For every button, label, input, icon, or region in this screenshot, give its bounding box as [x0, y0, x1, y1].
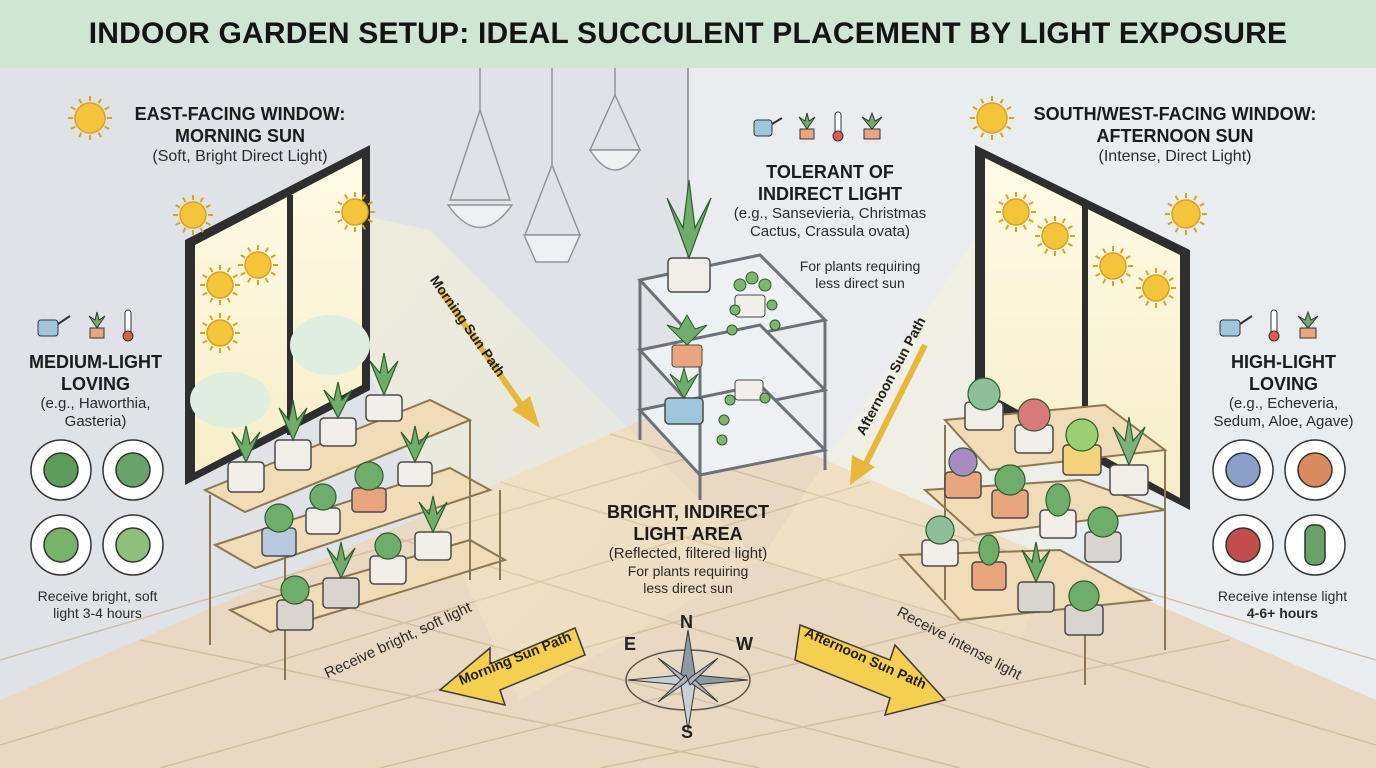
right-shelf-plants — [921, 377, 1149, 636]
south-window-sub: (Intense, Direct Light) — [1098, 148, 1252, 166]
plant-icon — [798, 112, 816, 140]
sun-icon — [173, 195, 213, 235]
sun-icon — [1165, 193, 1207, 235]
plant-icon — [88, 311, 106, 339]
medium-label: MEDIUM-LIGHT LOVING (e.g., Haworthia, Ga… — [8, 352, 183, 431]
sun-group — [68, 96, 1207, 353]
medium-examples-1: (e.g., Haworthia, — [40, 395, 151, 413]
bright-note-2: less direct sun — [643, 579, 733, 596]
south-window-heading-2: AFTERNOON SUN — [1096, 125, 1254, 146]
bright-heading-2: LIGHT AREA — [633, 523, 743, 544]
high-examples-2: Sedum, Aloe, Agave) — [1213, 413, 1354, 431]
sun-icon — [970, 96, 1014, 140]
bright-heading-1: BRIGHT, INDIRECT — [607, 502, 769, 522]
sun-icon — [200, 265, 240, 305]
sun-icon — [335, 192, 375, 232]
medium-note-2: light 3-4 hours — [53, 604, 142, 621]
medium-care-icons — [34, 308, 136, 342]
high-light-icon-grid — [1212, 439, 1346, 576]
medium-light-icon-grid — [30, 439, 164, 576]
tolerant-examples-1: (e.g., Sansevieria, Christmas — [733, 205, 927, 223]
plant-icon — [1297, 310, 1319, 339]
east-window-sub: (Soft, Bright Direct Light) — [152, 148, 328, 166]
tolerant-care-icons — [748, 110, 888, 142]
watering-can-icon — [753, 117, 783, 137]
east-window-label: EAST-FACING WINDOW: MORNING SUN (Soft, B… — [110, 104, 370, 166]
high-note: Receive intense light 4-6+ hours — [1190, 588, 1375, 622]
page-title: INDOOR GARDEN SETUP: IDEAL SUCCULENT PLA… — [88, 17, 1288, 50]
medium-heading-2: LOVING — [60, 373, 130, 394]
thermometer-icon — [832, 111, 844, 142]
high-note-1: Receive intense light — [1217, 588, 1348, 604]
watering-can-icon — [37, 315, 71, 337]
sun-icon — [1035, 216, 1075, 256]
sun-icon — [200, 313, 240, 353]
tolerant-note-1: For plants requiring — [799, 258, 921, 274]
hanging-planters — [446, 68, 642, 263]
bright-sub: (Reflected, filtered light) — [608, 545, 768, 563]
high-care-icons — [1216, 308, 1324, 342]
high-note-2: 4-6+ hours — [1246, 604, 1319, 621]
plant-icon — [861, 111, 883, 140]
south-window-heading-1: SOUTH/WEST-FACING WINDOW: — [1033, 104, 1317, 124]
east-window-heading-1: EAST-FACING WINDOW: — [134, 104, 346, 124]
morning-light-beam — [290, 200, 760, 700]
bright-note-1: For plants requiring — [627, 563, 749, 580]
thermometer-icon — [122, 309, 134, 342]
south-window-label: SOUTH/WEST-FACING WINDOW: AFTERNOON SUN … — [1010, 104, 1340, 166]
compass-s: S — [681, 722, 694, 742]
watering-can-icon — [1219, 315, 1253, 337]
morning-sun-path-arrow — [437, 288, 540, 428]
tolerant-examples-2: Cactus, Crassula ovata) — [749, 223, 911, 241]
left-shelf-plants — [227, 352, 452, 631]
sun-icon — [68, 96, 112, 140]
middle-shelf-plants — [664, 179, 781, 446]
tolerant-heading-1: TOLERANT OF — [766, 162, 894, 182]
tolerant-note-2: less direct sun — [815, 274, 905, 291]
compass-rose — [625, 629, 751, 731]
thermometer-icon — [1268, 309, 1280, 342]
compass-n: N — [680, 612, 693, 632]
medium-heading-1: MEDIUM-LIGHT — [29, 352, 162, 372]
high-examples-1: (e.g., Echeveria, — [1228, 395, 1339, 413]
compass-w: W — [736, 634, 753, 654]
tolerant-label: TOLERANT OF INDIRECT LIGHT (e.g., Sansev… — [712, 162, 948, 241]
compass-e: E — [624, 634, 637, 654]
medium-note-1: Receive bright, soft — [37, 588, 158, 604]
high-heading-2: LOVING — [1248, 373, 1318, 394]
medium-examples-2: Gasteria) — [64, 413, 127, 431]
title-banner: INDOOR GARDEN SETUP: IDEAL SUCCULENT PLA… — [0, 0, 1376, 68]
tolerant-heading-2: INDIRECT LIGHT — [758, 183, 902, 204]
afternoon-floor-arrow — [794, 623, 947, 717]
medium-note: Receive bright, soft light 3-4 hours — [10, 588, 185, 622]
bright-area-label: BRIGHT, INDIRECT LIGHT AREA (Reflected, … — [578, 502, 798, 597]
tolerant-note: For plants requiring less direct sun — [770, 258, 950, 292]
sun-icon — [238, 245, 278, 285]
east-window-heading-2: MORNING SUN — [175, 125, 305, 146]
high-label: HIGH-LIGHT LOVING (e.g., Echeveria, Sedu… — [1196, 352, 1371, 431]
morning-floor-arrow — [438, 627, 586, 707]
east-window — [185, 145, 370, 485]
sun-icon — [996, 192, 1036, 232]
high-heading-1: HIGH-LIGHT — [1231, 352, 1336, 372]
sun-icon — [1136, 268, 1176, 308]
afternoon-sun-path-arrow — [850, 343, 928, 485]
sun-icon — [1093, 246, 1133, 286]
